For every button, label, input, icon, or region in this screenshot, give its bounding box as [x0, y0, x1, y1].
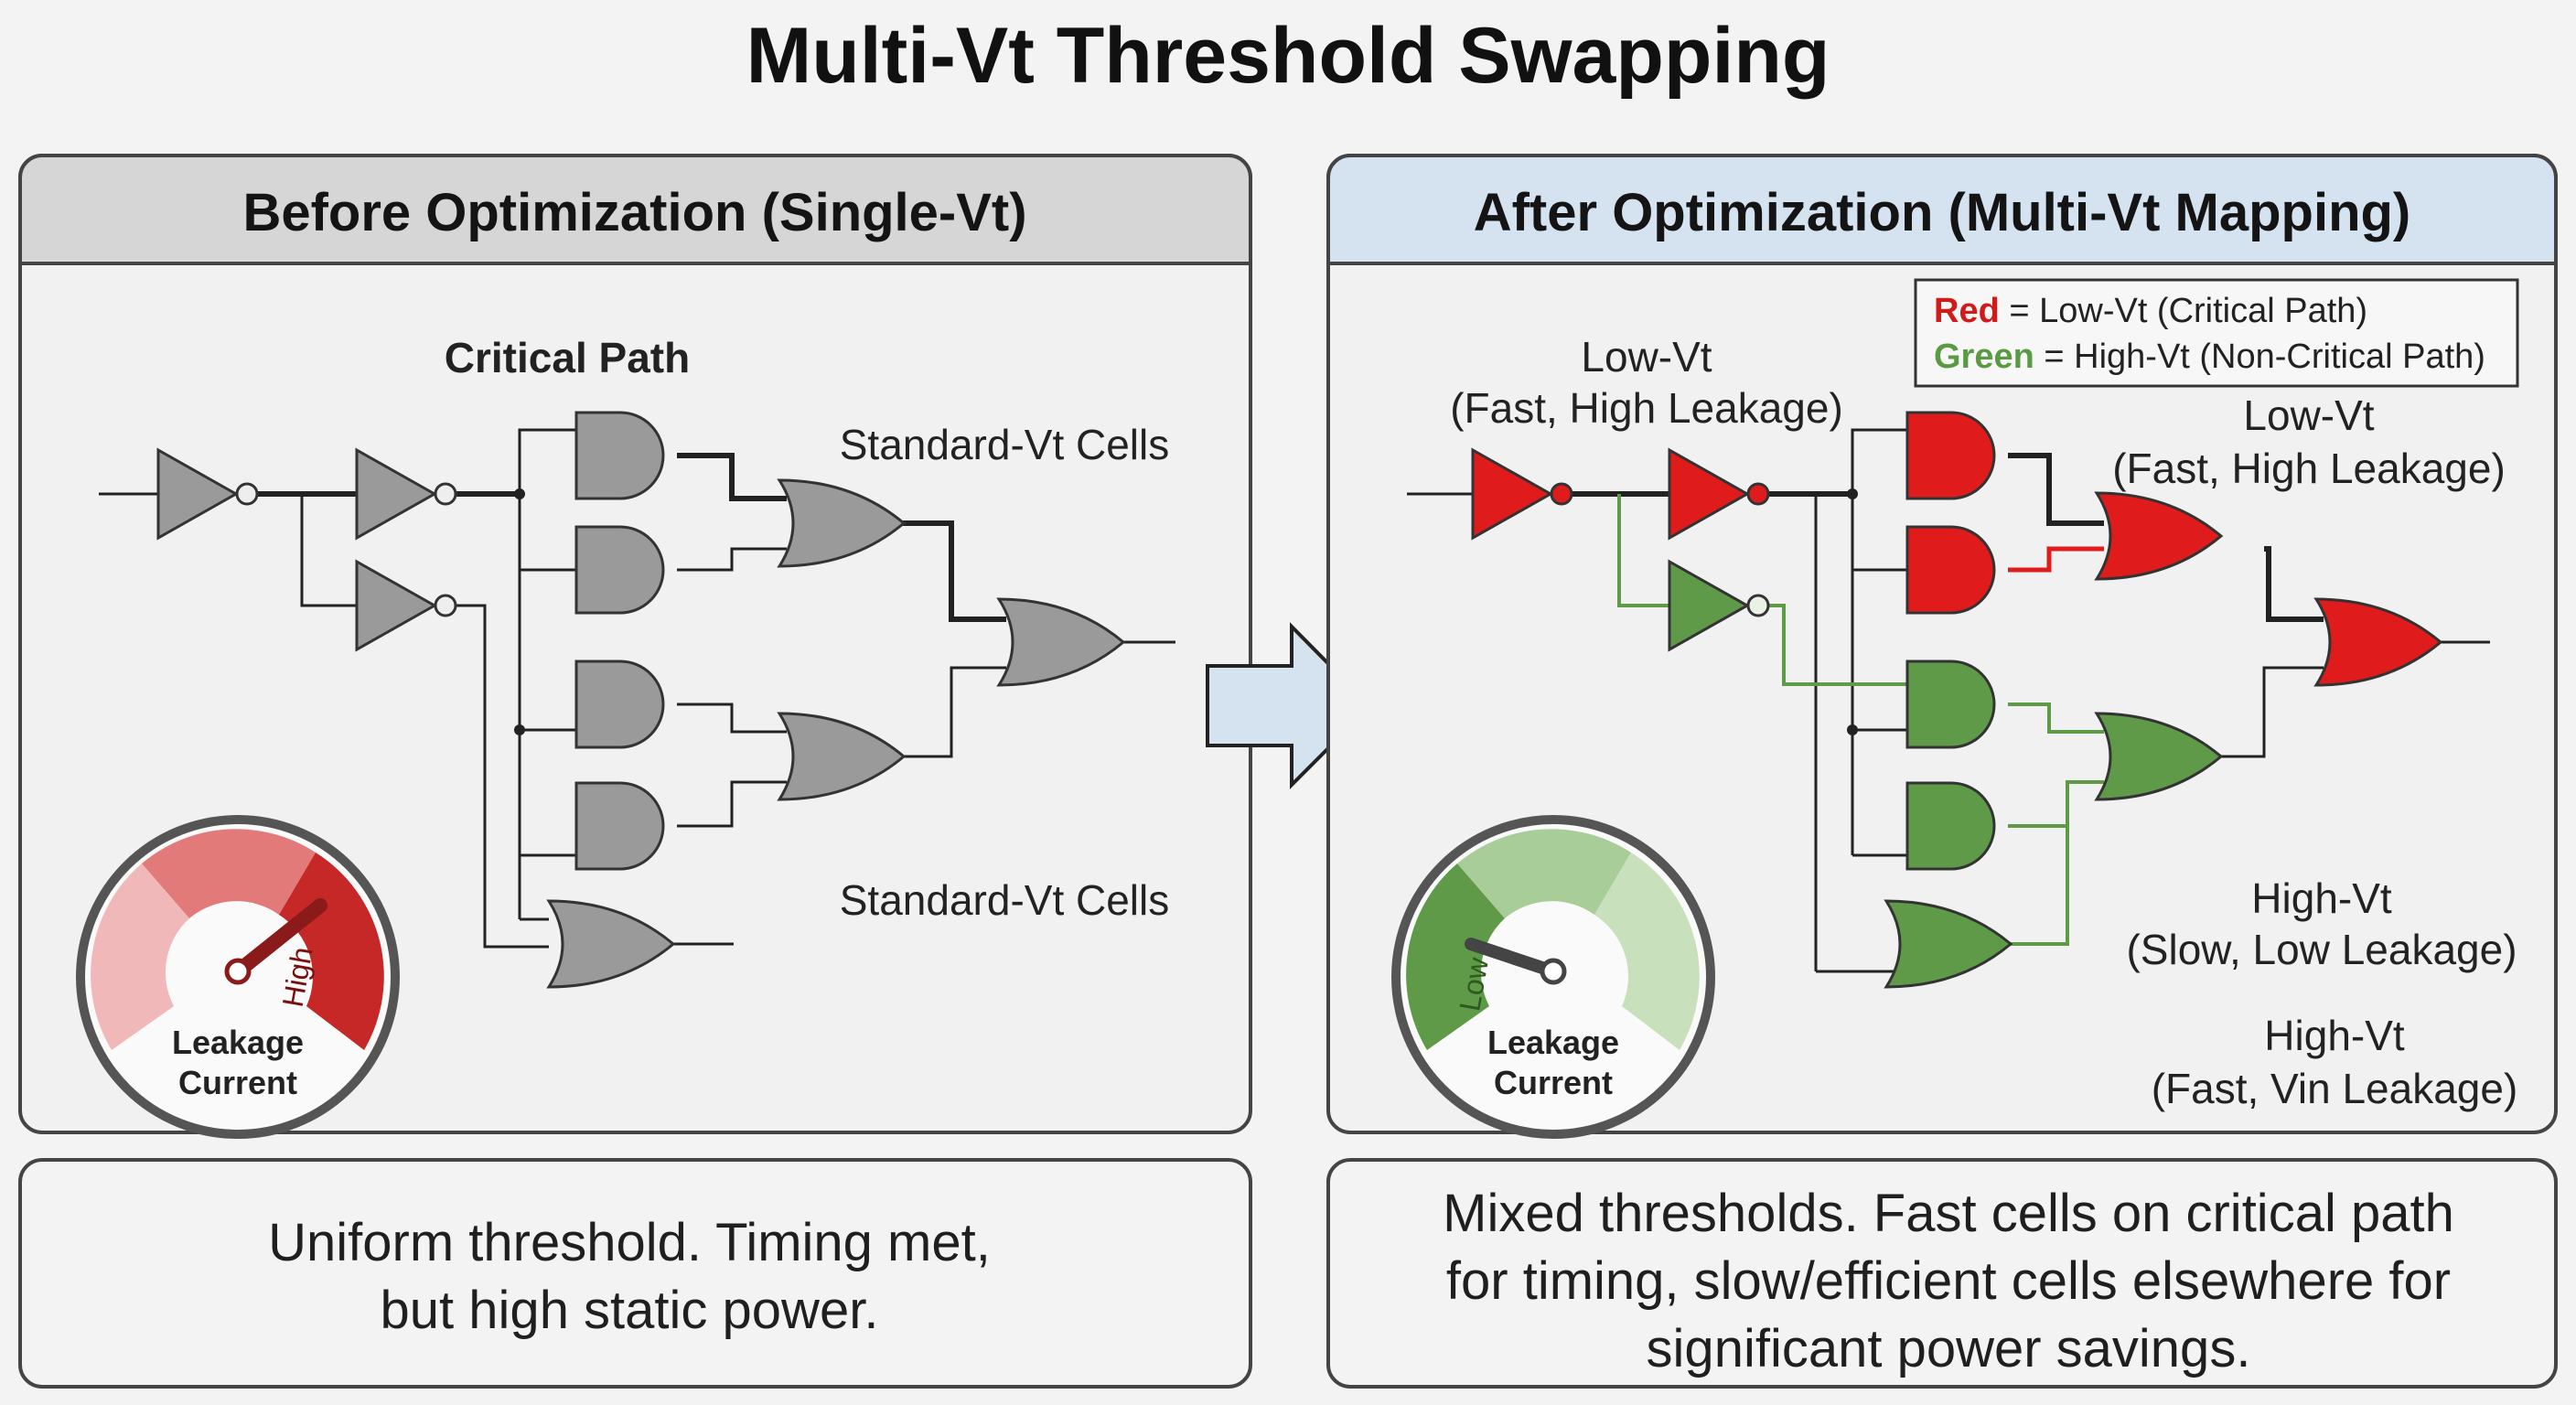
legend-green-text: = High-Vt (Non-Critical Path)	[2034, 338, 2485, 376]
low-vt-bubble-1	[1550, 482, 1573, 506]
legend-green-row: Green = High-Vt (Non-Critical Path)	[1934, 338, 2485, 376]
high-vt-and-gate-2	[1905, 781, 1996, 871]
legend-red-row: Red = Low-Vt (Critical Path)	[1934, 292, 2367, 330]
and-gate-1	[574, 411, 665, 500]
after-green-wires	[1617, 494, 2104, 946]
low-vt-right-label-line1: Low-Vt	[2243, 391, 2374, 439]
low-vt-and-gate-2	[1905, 525, 1996, 615]
low-vt-right-label-line2: (Fast, High Leakage)	[2112, 445, 2506, 492]
after-red-wire	[2008, 546, 2104, 573]
gauge-caption-line1: Leakage	[172, 1024, 304, 1061]
legend-green-word: Green	[1934, 338, 2034, 376]
before-leakage-gauge: High Leakage Current	[76, 815, 400, 1139]
high-vt-label-1-line1: High-Vt	[2251, 874, 2392, 922]
after-caption-line1: Mixed thresholds. Fast cells on critical…	[1443, 1184, 2454, 1243]
low-vt-left-label-line2: (Fast, High Leakage)	[1450, 384, 1843, 432]
inverter-bubble-2	[434, 482, 457, 506]
standard-vt-label-bottom: Standard-Vt Cells	[840, 876, 1170, 924]
and-gate-2	[574, 525, 665, 615]
before-caption-line1: Uniform threshold. Timing met,	[268, 1213, 991, 1272]
standard-vt-label-top: Standard-Vt Cells	[840, 421, 1170, 468]
before-gates	[156, 411, 1125, 989]
after-panel: After Optimization (Multi-Vt Mapping) Re…	[1326, 154, 2558, 1139]
page-title: Multi-Vt Threshold Swapping	[746, 12, 1830, 100]
before-wires	[99, 428, 1175, 949]
before-caption-line2: but high static power.	[381, 1281, 879, 1340]
high-vt-label-2-line1: High-Vt	[2264, 1012, 2405, 1059]
high-vt-bubble-1	[1746, 594, 1770, 617]
before-caption-box: Uniform threshold. Timing met, but high …	[18, 1158, 1252, 1389]
after-red-gates	[1471, 411, 2442, 687]
after-caption-line2: for timing, slow/efficient cells elsewhe…	[1446, 1251, 2451, 1311]
before-header: Before Optimization (Single-Vt)	[242, 183, 1026, 242]
critical-path-label: Critical Path	[445, 334, 690, 381]
gauge-caption-line1-after: Leakage	[1487, 1024, 1619, 1061]
after-leakage-gauge: Low Leakage Current	[1391, 815, 1715, 1139]
low-vt-and-gate-1	[1905, 411, 1996, 500]
inverter-bubble-1	[235, 482, 259, 506]
after-caption-line3: significant power savings.	[1647, 1319, 2251, 1378]
and-gate-4	[574, 781, 665, 871]
low-vt-left-label-line1: Low-Vt	[1581, 333, 1712, 381]
after-green-gates	[1668, 560, 2223, 989]
legend-red-text: = Low-Vt (Critical Path)	[2000, 292, 2367, 330]
high-vt-and-gate-1	[1905, 660, 1996, 749]
after-wires	[1407, 428, 2490, 973]
after-header: After Optimization (Multi-Vt Mapping)	[1474, 183, 2411, 242]
high-vt-label-1-line2: (Slow, Low Leakage)	[2126, 926, 2517, 973]
after-caption-box: Mixed thresholds. Fast cells on critical…	[1326, 1158, 2558, 1389]
high-vt-label-2-line2: (Fast, Vin Leakage)	[2152, 1065, 2518, 1112]
inverter-bubble-3	[434, 594, 457, 617]
vt-legend: Red = Low-Vt (Critical Path) Green = Hig…	[1914, 278, 2519, 388]
gauge-caption-line2-after: Current	[1494, 1064, 1613, 1101]
before-panel: Before Optimization (Single-Vt) Critical…	[18, 154, 1252, 1139]
gauge-caption-line2: Current	[178, 1064, 297, 1101]
legend-red-word: Red	[1934, 292, 2000, 330]
and-gate-3	[574, 660, 665, 749]
low-vt-bubble-2	[1746, 482, 1770, 506]
